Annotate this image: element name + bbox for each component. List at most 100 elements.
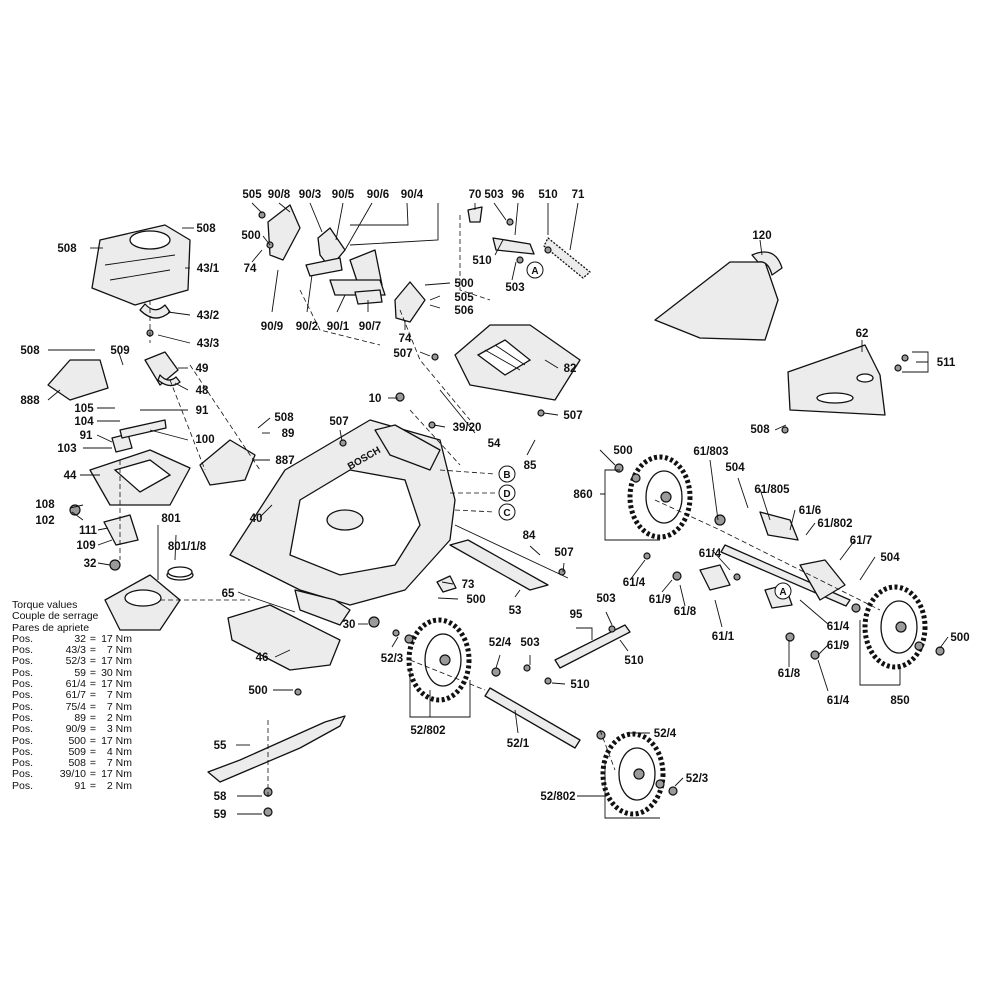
torque-value: 17 Nm <box>101 734 132 747</box>
callout-30: 30 <box>343 619 356 631</box>
torque-position: 75/4 <box>65 700 86 713</box>
callout-102: 102 <box>35 515 54 527</box>
callout-90-8: 90/8 <box>268 189 291 201</box>
callout-39-20: 39/20 <box>453 422 482 434</box>
callout-508: 508 <box>274 412 294 424</box>
torque-value: 2 Nm <box>106 711 132 724</box>
torque-row: Pos.500=17 Nm <box>12 734 142 747</box>
height-adjust-levers-part <box>258 204 426 323</box>
torque-row: Pos.52/3=17 Nm <box>12 655 142 668</box>
torque-row: Pos.59=30 Nm <box>12 667 142 679</box>
callout-801-1-8: 801/1/8 <box>168 541 207 553</box>
callout-96: 96 <box>512 189 525 201</box>
leader-lines <box>47 202 949 819</box>
ref-a-right: A <box>779 587 786 598</box>
torque-row: Pos.61/7=7 Nm <box>12 689 142 702</box>
callout-74: 74 <box>399 333 412 345</box>
callout-510: 510 <box>570 679 589 691</box>
callout-507: 507 <box>393 348 412 360</box>
torque-row: Pos.39/10=17 Nm <box>12 768 142 781</box>
torque-value: 7 Nm <box>106 689 132 702</box>
torque-prefix: Pos. <box>12 655 34 668</box>
callout-508: 508 <box>196 223 216 235</box>
callout-55: 55 <box>214 740 227 752</box>
callout-109: 109 <box>76 540 95 552</box>
callout-503: 503 <box>520 637 539 649</box>
torque-value: 7 Nm <box>106 700 132 713</box>
callout-85: 85 <box>524 460 537 472</box>
callout-95: 95 <box>570 609 583 621</box>
callout-73: 73 <box>462 579 475 591</box>
callout-61-8: 61/8 <box>778 668 801 680</box>
torque-prefix: Pos. <box>12 779 34 792</box>
callout-500: 500 <box>613 445 632 457</box>
torque-value: 17 Nm <box>101 678 132 691</box>
torque-row: Pos.43/3=7 Nm <box>12 644 142 657</box>
torque-row: Pos.61/4=17 Nm <box>12 678 142 691</box>
torque-equals: = <box>89 734 97 747</box>
switch-box-parts <box>47 351 256 571</box>
callout-labels: 505 90/8 90/3 90/5 90/6 90/4 70 503 96 5… <box>20 189 969 821</box>
ref-b: B <box>503 470 510 481</box>
torque-prefix: Pos. <box>12 632 34 645</box>
torque-equals: = <box>89 779 97 792</box>
torque-prefix: Pos. <box>12 700 34 713</box>
callout-90-3: 90/3 <box>299 189 321 201</box>
torque-equals: = <box>89 700 97 713</box>
fasteners <box>167 353 945 796</box>
torque-position: 500 <box>68 734 86 747</box>
callout-58: 58 <box>214 791 227 803</box>
torque-row: Pos.91=2 Nm <box>12 779 142 792</box>
callout-61-805: 61/805 <box>754 484 790 496</box>
callout-90-1: 90/1 <box>327 321 350 333</box>
torque-row: Pos.508=7 Nm <box>12 757 142 770</box>
callout-888: 888 <box>20 395 40 407</box>
torque-equals: = <box>89 723 97 736</box>
torque-value: 17 Nm <box>101 768 132 781</box>
callout-505: 505 <box>242 189 262 201</box>
torque-row: Pos.90/9=3 Nm <box>12 723 142 736</box>
callout-61-8: 61/8 <box>674 606 697 618</box>
grass-catcher-lid-part <box>454 324 581 401</box>
torque-equals: = <box>89 644 97 657</box>
torque-value: 17 Nm <box>101 632 132 645</box>
callout-510: 510 <box>472 255 491 267</box>
callout-43-2: 43/2 <box>197 310 219 322</box>
torque-prefix: Pos. <box>12 711 34 724</box>
callout-52-802: 52/802 <box>410 725 445 737</box>
callout-61-1: 61/1 <box>712 631 735 643</box>
torque-row: Pos.89=2 Nm <box>12 711 142 724</box>
torque-prefix: Pos. <box>12 723 34 736</box>
callout-104: 104 <box>74 416 94 428</box>
callout-61-6: 61/6 <box>799 505 821 517</box>
callout-91: 91 <box>196 405 209 417</box>
blade-part <box>207 715 346 817</box>
callout-52-1: 52/1 <box>507 738 530 750</box>
callout-44: 44 <box>64 470 77 482</box>
callout-62: 62 <box>856 328 869 340</box>
callout-52-4: 52/4 <box>489 637 512 649</box>
callout-84: 84 <box>523 530 536 542</box>
callout-508: 508 <box>20 345 40 357</box>
torque-position: 509 <box>68 745 86 758</box>
wheel-front-right-part <box>862 584 928 670</box>
torque-equals: = <box>89 711 97 724</box>
callout-59: 59 <box>214 809 227 821</box>
mulch-plug-part <box>787 344 886 416</box>
callout-90-2: 90/2 <box>296 321 318 333</box>
callout-511: 511 <box>937 357 956 369</box>
callout-65: 65 <box>222 588 235 600</box>
callout-500: 500 <box>466 594 485 606</box>
callout-500: 500 <box>248 685 267 697</box>
torque-value: 7 Nm <box>106 757 132 770</box>
torque-prefix: Pos. <box>12 689 34 702</box>
callout-74: 74 <box>244 263 257 275</box>
torque-value: 3 Nm <box>106 723 132 736</box>
callout-61-4: 61/4 <box>623 577 646 589</box>
callout-801: 801 <box>161 513 181 525</box>
mower-deck-part <box>229 419 456 626</box>
callout-506: 506 <box>454 305 473 317</box>
callout-850: 850 <box>890 695 909 707</box>
torque-position: 91 <box>74 779 86 792</box>
